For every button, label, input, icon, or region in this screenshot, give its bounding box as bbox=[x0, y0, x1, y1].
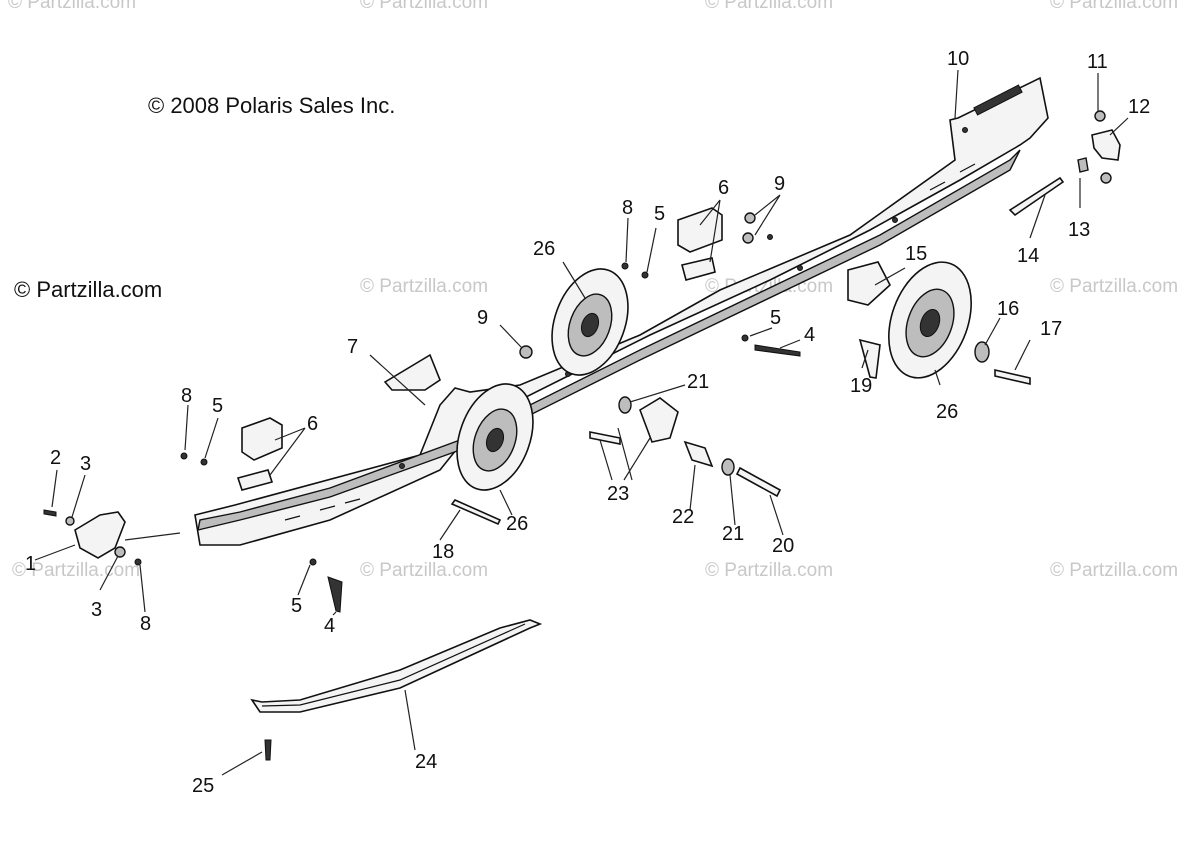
callout-5: 5 bbox=[654, 203, 665, 225]
callout-26: 26 bbox=[506, 513, 528, 535]
watermark: © Partzilla.com bbox=[705, 0, 833, 13]
callout-26: 26 bbox=[936, 401, 958, 423]
callout-23: 23 bbox=[607, 483, 629, 505]
callout-6: 6 bbox=[718, 177, 729, 199]
callout-7: 7 bbox=[347, 336, 358, 358]
callout-25: 25 bbox=[192, 775, 214, 797]
callout-12: 12 bbox=[1128, 96, 1150, 118]
callout-3: 3 bbox=[91, 599, 102, 621]
callout-21: 21 bbox=[687, 371, 709, 393]
small-parts bbox=[43, 110, 1121, 761]
callout-5: 5 bbox=[770, 307, 781, 329]
callout-18: 18 bbox=[432, 541, 454, 563]
callout-5: 5 bbox=[212, 395, 223, 417]
wheel bbox=[456, 383, 534, 491]
watermark: © Partzilla.com bbox=[1050, 0, 1178, 13]
watermark: © Partzilla.com bbox=[8, 0, 136, 13]
callout-26: 26 bbox=[533, 238, 555, 260]
watermarks: © Partzilla.com © Partzilla.com © Partzi… bbox=[8, 0, 1178, 581]
callout-3: 3 bbox=[80, 453, 91, 475]
callout-21: 21 bbox=[722, 523, 744, 545]
watermark: © Partzilla.com bbox=[705, 560, 833, 581]
callout-8: 8 bbox=[622, 197, 633, 219]
watermark: © Partzilla.com bbox=[360, 0, 488, 13]
callout-20: 20 bbox=[772, 535, 794, 557]
watermark: © Partzilla.com bbox=[1050, 560, 1178, 581]
watermark: © Partzilla.com bbox=[360, 276, 488, 297]
callout-8: 8 bbox=[181, 385, 192, 407]
leader-lines bbox=[34, 69, 1129, 776]
callout-4: 4 bbox=[324, 615, 335, 637]
callout-6: 6 bbox=[307, 413, 318, 435]
wear-strip bbox=[250, 619, 543, 713]
callout-8: 8 bbox=[140, 613, 151, 635]
callout-9: 9 bbox=[774, 173, 785, 195]
callouts: 10 11 12 13 14 6 9 8 5 26 15 16 17 9 5 4… bbox=[25, 48, 1150, 797]
rail-assembly bbox=[194, 76, 1049, 546]
callout-24: 24 bbox=[415, 751, 437, 773]
callout-22: 22 bbox=[672, 506, 694, 528]
watermark: © Partzilla.com bbox=[1050, 276, 1178, 297]
callout-19: 19 bbox=[850, 375, 872, 397]
callout-13: 13 bbox=[1068, 219, 1090, 241]
wheel bbox=[888, 261, 972, 379]
watermark: © Partzilla.com bbox=[360, 560, 488, 581]
wheel bbox=[551, 268, 629, 376]
site-label: © Partzilla.com bbox=[14, 277, 162, 302]
callout-16: 16 bbox=[997, 298, 1019, 320]
callout-2: 2 bbox=[50, 447, 61, 469]
callout-10: 10 bbox=[947, 48, 969, 70]
callout-15: 15 bbox=[905, 243, 927, 265]
callout-4: 4 bbox=[804, 324, 815, 346]
callout-17: 17 bbox=[1040, 318, 1062, 340]
callout-11: 11 bbox=[1087, 51, 1108, 73]
callout-1: 1 bbox=[25, 553, 36, 575]
copyright-notice: © 2008 Polaris Sales Inc. bbox=[148, 93, 395, 118]
callout-9: 9 bbox=[477, 307, 488, 329]
callout-14: 14 bbox=[1017, 245, 1039, 267]
callout-5: 5 bbox=[291, 595, 302, 617]
